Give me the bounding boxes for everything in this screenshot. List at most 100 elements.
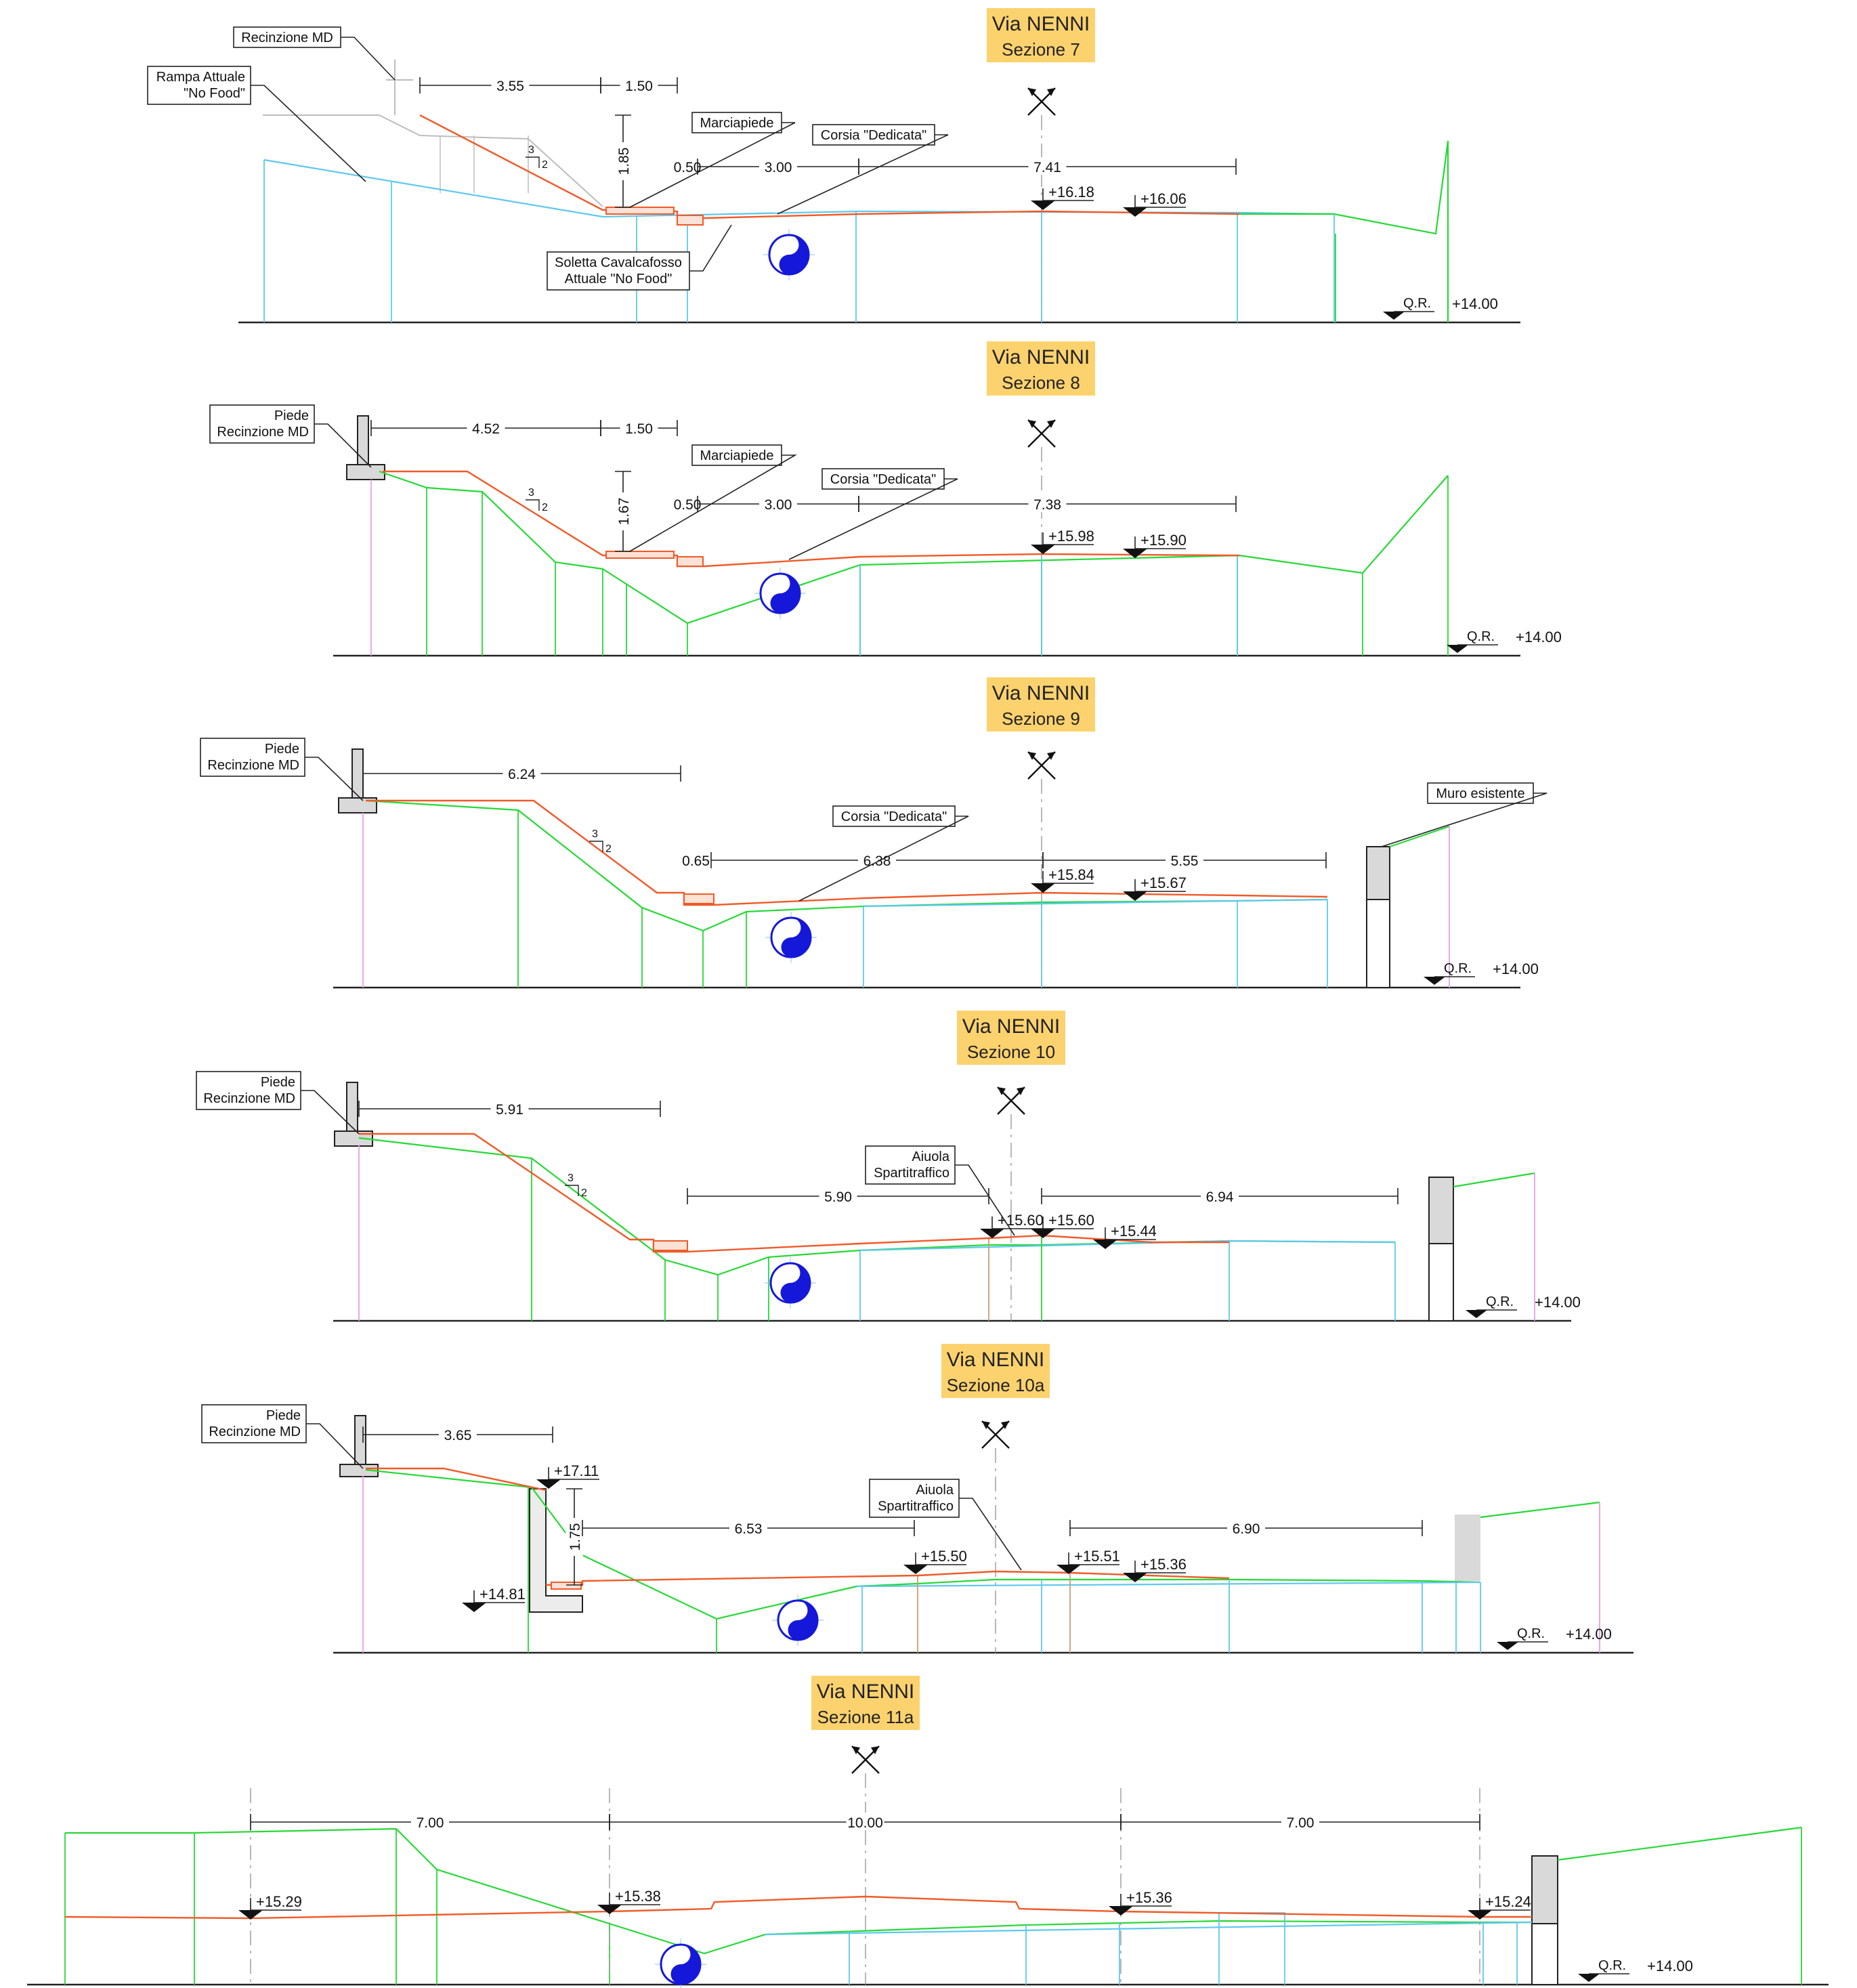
slope-rise: 3 bbox=[592, 828, 598, 840]
callout-text: Corsia "Dedicata" bbox=[841, 809, 947, 824]
dimension: 7.38 bbox=[858, 494, 1237, 513]
callout-box bbox=[1427, 782, 1534, 804]
elevation-marker: +16.18 bbox=[1031, 184, 1094, 210]
dimension-value: 7.00 bbox=[1287, 1815, 1315, 1831]
reference-level: Q.R.+14.00 bbox=[1424, 960, 1539, 985]
drain-pipe-icon bbox=[754, 568, 806, 619]
title-background bbox=[941, 1344, 1050, 1398]
dimension: 3.00 bbox=[697, 157, 859, 175]
slope-rise: 3 bbox=[568, 1172, 574, 1184]
elevation-marker: +15.67 bbox=[1123, 874, 1187, 901]
callout-leader bbox=[306, 1423, 364, 1469]
reference-label: Q.R. bbox=[1486, 1294, 1514, 1309]
drain-pipe-icon bbox=[765, 912, 817, 963]
dimension: 5.90 bbox=[687, 1187, 989, 1205]
fence-post bbox=[357, 415, 369, 465]
existing-wall bbox=[1455, 1515, 1480, 1581]
dimension: 6.53 bbox=[582, 1519, 915, 1537]
ground-line-alt bbox=[856, 1581, 1481, 1588]
section-road-name: Via NENNI bbox=[962, 1015, 1061, 1038]
elevation-triangle-icon bbox=[1056, 1565, 1081, 1574]
dimension-value: 1.67 bbox=[616, 498, 632, 526]
dimension-value: 1.75 bbox=[568, 1523, 583, 1551]
elevation-triangle-icon bbox=[536, 1479, 561, 1489]
dimension-value: 0.50 bbox=[674, 160, 702, 175]
callout-box bbox=[196, 1071, 301, 1110]
dimension: 7.41 bbox=[858, 157, 1237, 175]
dimension-label-bg bbox=[759, 494, 797, 512]
sidewalk-block bbox=[605, 551, 675, 559]
elevation-value: +15.90 bbox=[1140, 532, 1187, 549]
reference-level: Q.R.+14.00 bbox=[1497, 1626, 1612, 1650]
callout-leader bbox=[955, 1164, 1015, 1236]
elevation-value: +15.67 bbox=[1140, 874, 1187, 891]
reference-value: +14.00 bbox=[1535, 1294, 1581, 1311]
section-number: Sezione 9 bbox=[1002, 709, 1080, 729]
sidewalk-block bbox=[605, 207, 675, 215]
title-background bbox=[987, 8, 1095, 62]
slope-bracket bbox=[565, 1185, 579, 1196]
fence-footing bbox=[346, 464, 385, 480]
dimension-value: 0.50 bbox=[674, 497, 702, 513]
elevation-value: +15.36 bbox=[1126, 1889, 1172, 1906]
elevation-triangle-icon bbox=[1123, 207, 1147, 217]
slope-rise: 3 bbox=[528, 487, 534, 499]
elevation-marker: +15.38 bbox=[597, 1888, 661, 1914]
slope-run: 2 bbox=[581, 1187, 587, 1199]
callout-leader bbox=[301, 1090, 360, 1135]
dimension: 6.38 bbox=[710, 851, 1044, 869]
section-number: Sezione 11a bbox=[817, 1707, 914, 1727]
callout-leader bbox=[251, 85, 366, 182]
dimension-value: 7.00 bbox=[417, 1815, 444, 1831]
reference-label: Q.R. bbox=[1598, 1958, 1626, 1973]
dimension: 4.52 bbox=[370, 419, 601, 437]
reference-triangle-icon bbox=[1424, 977, 1445, 985]
dimension-value: 7.38 bbox=[1033, 497, 1061, 513]
elevation-marker: +15.90 bbox=[1123, 532, 1187, 558]
dimension-label-bg bbox=[677, 851, 715, 868]
marker-flag bbox=[1017, 1087, 1025, 1095]
dimension-label-bg bbox=[759, 157, 797, 175]
elevation-triangle-icon bbox=[1123, 1573, 1147, 1582]
callout: Marciapiede bbox=[629, 112, 796, 208]
dimension-label-bg bbox=[846, 1813, 884, 1830]
vertical-dimension: 1.67 bbox=[614, 471, 632, 552]
centerline-marker-icon bbox=[1027, 419, 1056, 448]
callout-text: Soletta Cavalcafosso bbox=[555, 255, 682, 270]
ground-line-right bbox=[1389, 825, 1450, 848]
curb-block bbox=[653, 1240, 688, 1251]
reference-level: Q.R.+14.00 bbox=[1447, 629, 1562, 653]
dimension-label-bg bbox=[614, 142, 632, 180]
existing-wall bbox=[1428, 1177, 1454, 1244]
dimension: 5.91 bbox=[358, 1099, 661, 1118]
slope-run: 2 bbox=[605, 843, 612, 855]
ground-line bbox=[379, 470, 1449, 625]
elevation-triangle-icon bbox=[1031, 200, 1055, 210]
dimension: 5.55 bbox=[1042, 851, 1327, 869]
elevation-marker: +14.81 bbox=[462, 1586, 526, 1612]
elevation-marker: +15.60 bbox=[980, 1212, 1044, 1238]
vertical-dimension: 1.75 bbox=[565, 1488, 583, 1586]
callout-leader bbox=[629, 122, 796, 208]
callout-box bbox=[209, 404, 315, 444]
marker-flag bbox=[1028, 420, 1036, 428]
fence-footing bbox=[334, 1130, 373, 1147]
centerline-marker-icon bbox=[981, 1420, 1010, 1449]
callout-leader bbox=[314, 423, 372, 468]
callout-leader bbox=[959, 1498, 1022, 1571]
ground-line-right bbox=[1557, 1826, 1802, 1861]
existing-ramp bbox=[263, 114, 603, 207]
elevation-triangle-icon bbox=[597, 1905, 622, 1914]
fence-post bbox=[351, 748, 364, 799]
elevation-triangle-icon bbox=[980, 1229, 1004, 1238]
reference-triangle-icon bbox=[1578, 1974, 1600, 1982]
callout-text: Piede bbox=[261, 1075, 295, 1090]
dimension-label-bg bbox=[1281, 1813, 1319, 1830]
